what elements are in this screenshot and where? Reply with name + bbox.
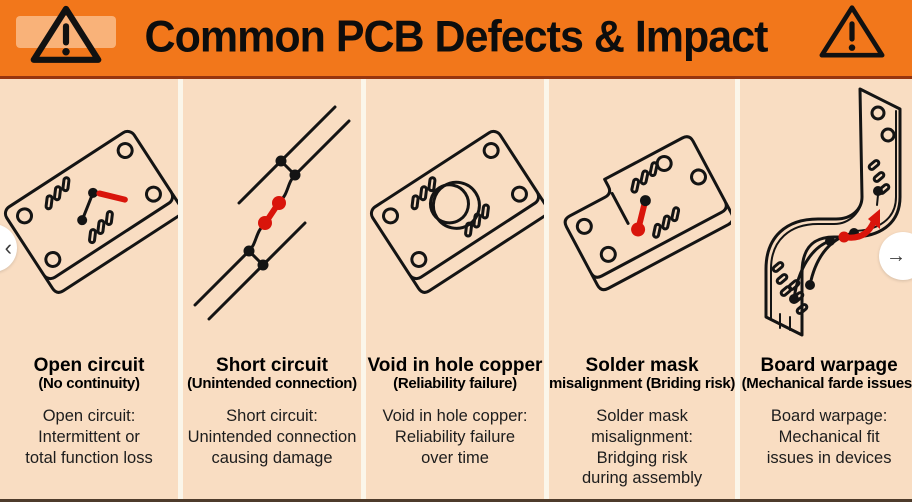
pcb-board-warpage-illustration [764,87,902,337]
defect-description: Void in hole copper: Reliability failure… [382,407,528,467]
pcb-open-circuit-illustration [3,129,178,294]
defect-panels: Open circuit (No continuity) Open circui… [0,79,912,499]
warning-triangle-icon [30,5,102,63]
defect-subtitle: (Mechanical farde issues) [741,375,912,393]
warning-triangle-icon [819,5,885,58]
panel-title: Board warpage (Mechanical farde issues) [742,355,912,393]
panel-solder-mask-misalignment: Solder mask misalignment (Briding risk) … [549,79,735,499]
defect-description: Short circuit: Unintended connection cau… [187,407,357,467]
panel-board-warpage: Board warpage (Mechanical farde issues) … [740,79,912,499]
defect-description: Open circuit: Intermittent or total func… [25,407,153,467]
defect-description: Solder mask misalignment: Bridging risk … [581,407,703,488]
warning-triangle-icon-right [812,3,892,65]
panel-void-in-hole-copper: Void in hole copper (Reliability failure… [366,79,544,499]
panel-title: Short circuit (Unintended connection) [187,355,357,393]
panel-title: Solder mask misalignment (Briding risk) [549,355,735,393]
arrow-left-icon: ‹ [4,235,12,260]
header: Common PCB Defects & Impact [0,0,912,79]
pcb-short-circuit-illustration [193,105,351,321]
pcb-void-in-hole-illustration [369,129,544,294]
panel-short-circuit: Short circuit (Unintended connection) Sh… [183,79,361,499]
defect-subtitle: (No continuity) [38,375,140,393]
page-title: Common PCB Defects & Impact [144,11,769,62]
defect-title: Void in hole copper [367,355,543,376]
arrow-right-icon: → [886,244,906,267]
carousel-prev-button[interactable]: ‹ [0,224,17,272]
pcb-solder-mask-illustration [563,135,732,292]
defect-title: Board warpage [760,355,898,376]
defect-title: Short circuit [216,355,328,376]
warning-triangle-icon-left [14,4,118,66]
defect-subtitle: (Unintended connection) [187,375,357,393]
defect-title: Open circuit [33,355,145,376]
defect-description: Board warpage: Mechanical fit issues in … [766,407,892,467]
defect-subtitle: (Reliability failure) [393,375,517,393]
defect-title: Solder mask [585,355,699,376]
bottom-rule [0,499,912,502]
panel-title: Void in hole copper (Reliability failure… [368,355,543,393]
defect-subtitle: misalignment (Briding risk) [549,375,736,393]
panel-open-circuit: Open circuit (No continuity) Open circui… [0,79,178,499]
carousel-next-button[interactable]: → [879,232,912,280]
panel-title: Open circuit (No continuity) [34,355,145,393]
